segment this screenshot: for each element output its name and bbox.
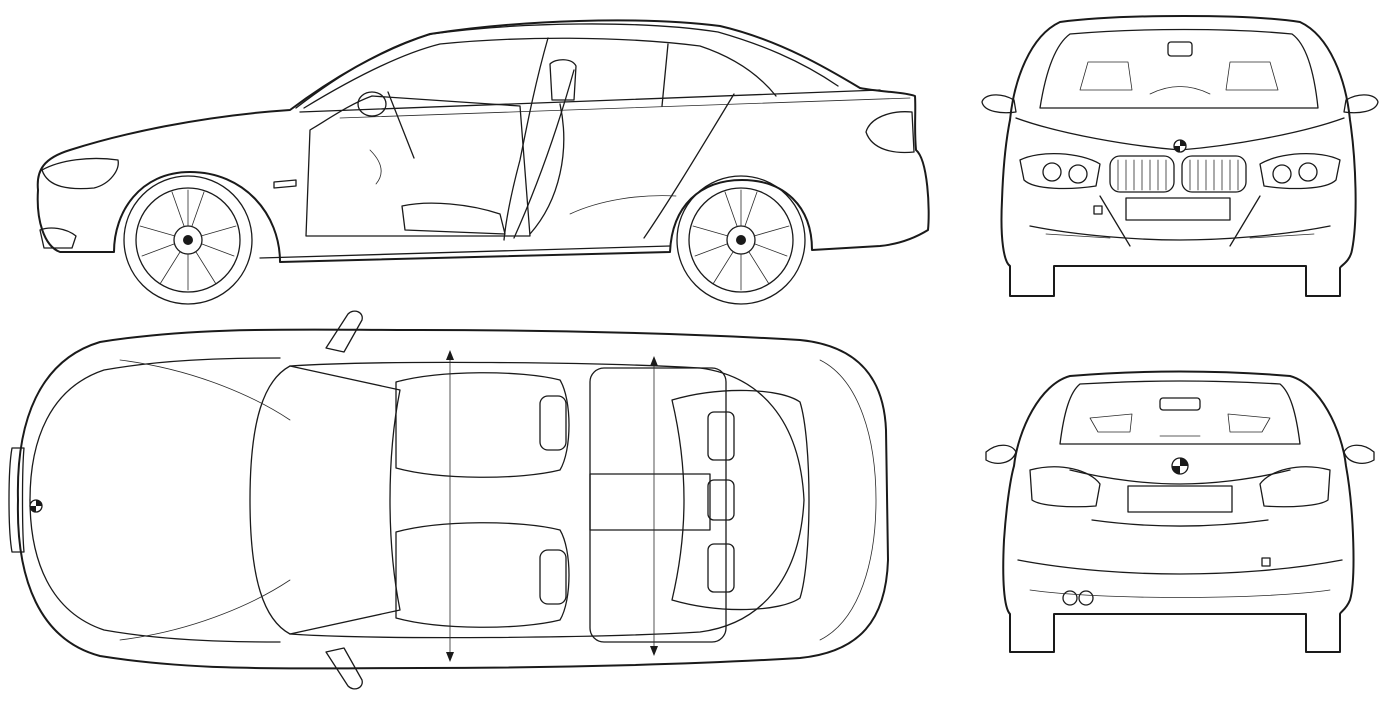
rear-diffuser	[1029, 589, 1331, 598]
side-c-pillar	[661, 43, 669, 107]
rear-license-plate	[1127, 485, 1233, 513]
rear-tail-light-left	[1029, 466, 1101, 508]
top-rear-headrest-left	[707, 411, 735, 461]
side-body-outline	[36, 19, 930, 263]
front-headlight-right	[1259, 152, 1341, 190]
side-seat-back	[529, 103, 565, 235]
front-license-plate	[1125, 197, 1231, 221]
side-sill-detail	[569, 195, 677, 215]
side-tail-light	[865, 111, 915, 154]
top-front-seat-right	[395, 522, 570, 628]
top-front-seat-left	[395, 372, 570, 478]
side-mirror-icon	[981, 94, 1017, 114]
side-mirror-icon	[1343, 444, 1375, 464]
side-beltline	[299, 89, 881, 113]
top-center-console	[589, 473, 711, 531]
front-bumper-line	[1029, 225, 1331, 241]
front-headlight-left	[1019, 152, 1101, 190]
side-door-edge	[503, 37, 549, 241]
front-windshield	[1039, 28, 1319, 109]
top-hood-edge-upper	[29, 357, 281, 501]
side-roofline	[295, 23, 839, 109]
front-body-outline	[1000, 15, 1357, 297]
front-sensor	[1093, 205, 1103, 215]
top-hood-edge-lower	[29, 499, 281, 643]
rear-bumper-line	[1017, 559, 1343, 575]
side-headlight	[41, 157, 119, 190]
front-view	[981, 15, 1379, 297]
rear-window	[1059, 380, 1301, 445]
front-bumper-crease	[1099, 195, 1261, 247]
side-mirror-icon	[325, 647, 363, 690]
top-windshield	[249, 365, 401, 635]
exhaust-tip-icon	[1062, 590, 1094, 606]
top-arrowheads	[446, 350, 658, 662]
side-seat-cushion	[401, 202, 506, 235]
rear-headrests	[1089, 413, 1271, 433]
side-dash-detail	[369, 149, 382, 185]
rear-trunk-lip	[1091, 519, 1269, 527]
top-body-outline	[16, 328, 889, 670]
side-door-pillar	[513, 69, 575, 239]
front-seat-right	[1225, 61, 1279, 91]
top-grille	[8, 447, 25, 553]
side-beltline-inner	[339, 97, 911, 119]
side-mirror-icon	[1343, 94, 1379, 114]
rear-trunk-edge	[1069, 469, 1291, 485]
brand-roundel-icon	[1173, 139, 1187, 153]
rear-sensor	[1261, 557, 1271, 567]
top-roof-outline	[289, 361, 805, 639]
alloy-wheel-icon	[676, 175, 806, 305]
side-headrest	[549, 59, 577, 101]
side-rear-door-line	[643, 93, 735, 239]
side-fog-light	[39, 227, 77, 249]
alloy-wheel-icon	[123, 175, 253, 305]
side-view	[36, 19, 930, 305]
front-rear-mirror	[1167, 41, 1193, 57]
side-mirror-icon	[985, 444, 1017, 464]
side-window-top	[303, 37, 777, 109]
side-steering-column	[387, 91, 415, 159]
brand-roundel-icon	[29, 499, 43, 513]
rear-view	[985, 370, 1375, 653]
front-kidney-grille	[1109, 155, 1247, 193]
front-dash-detail	[1149, 86, 1211, 95]
side-sill	[259, 245, 671, 259]
side-open-door	[305, 95, 531, 237]
top-trunk-edge	[819, 359, 877, 641]
side-mirror-icon	[325, 310, 363, 353]
rear-body-outline	[1002, 370, 1355, 653]
top-view	[8, 310, 889, 690]
top-rear-headrest-center	[707, 479, 735, 521]
top-width-markers	[449, 351, 655, 661]
rear-tail-light-right	[1259, 466, 1331, 508]
top-hood-creases	[119, 359, 291, 641]
front-seat-left	[1079, 61, 1133, 91]
top-rear-window	[671, 389, 810, 611]
rear-brake-light	[1159, 397, 1201, 411]
side-indicator	[273, 179, 297, 189]
side-mirror-icon	[357, 91, 387, 117]
top-rear-bench	[589, 367, 727, 643]
top-rear-headrest-right	[707, 543, 735, 593]
front-lower-intake	[1045, 233, 1315, 239]
brand-roundel-icon	[1171, 457, 1189, 475]
